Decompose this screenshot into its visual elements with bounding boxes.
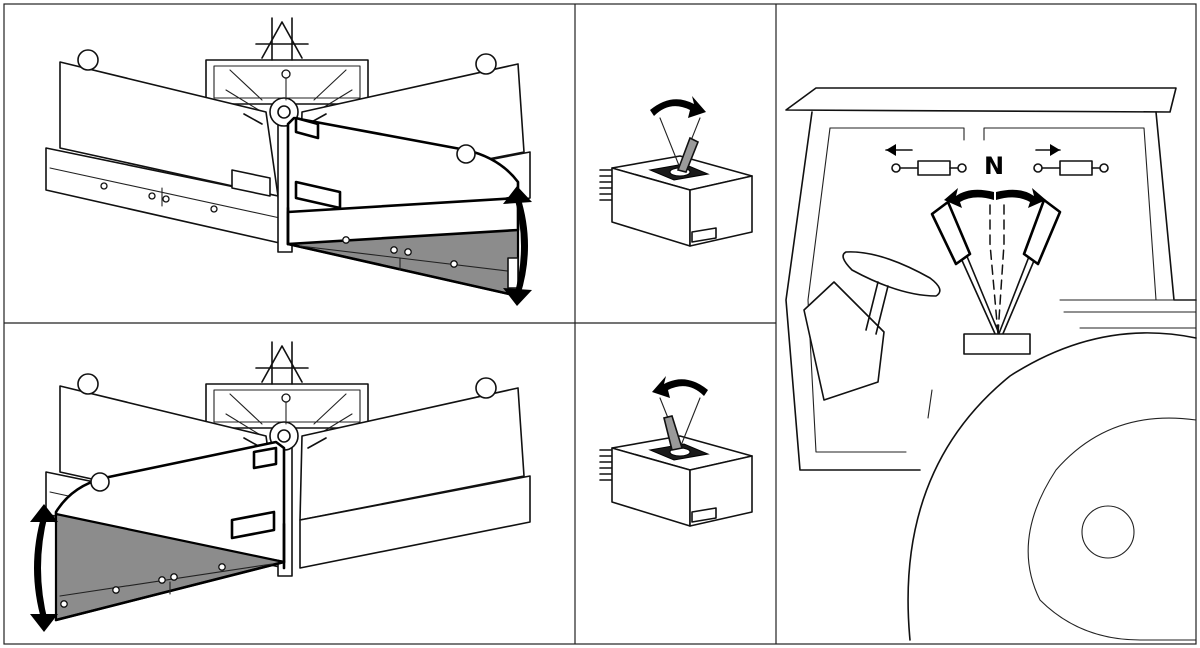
cylinder-extend-symbol: [1033, 144, 1109, 176]
rear-tire-outer: [907, 332, 1197, 641]
lever-right-grip: [1022, 198, 1062, 266]
lever-left-shaft: [959, 253, 1001, 337]
cab-rear-pillar: [1155, 111, 1197, 301]
control-lever-forward-panel: [599, 96, 753, 247]
right-wing-highlighted: [286, 116, 520, 298]
steering-wheel: [842, 251, 941, 297]
tractor-cab-panel: N: [785, 87, 1197, 641]
seat-back: [803, 281, 885, 401]
left-wing-highlighted: [54, 440, 286, 622]
pivot-arrow-right: [503, 186, 532, 306]
steering-column: [865, 281, 889, 335]
cylinder-retract-symbol: [885, 144, 967, 176]
blade-right-wing-panel: [45, 17, 532, 306]
lever-handle: [676, 136, 700, 173]
control-lever-back-panel: [599, 376, 753, 527]
lever-right-shaft: [997, 253, 1037, 337]
panel-grid: [3, 3, 1197, 645]
neutral-label: N: [984, 152, 1004, 180]
motion-arrow-left: [652, 376, 708, 398]
cab-roof: [785, 87, 1177, 113]
lever-left-grip: [930, 200, 972, 266]
fender-lines: [1059, 299, 1197, 329]
cab-window-top: [829, 127, 1157, 301]
pivot-arrow-left: [30, 504, 58, 632]
cab-front-pillar: [785, 111, 921, 471]
lever-handle: [663, 415, 684, 451]
motion-arrow-right: [650, 96, 706, 118]
control-box: [599, 155, 753, 247]
lever-arrow-left: [944, 188, 994, 208]
lever-neutral-position: [989, 199, 1005, 335]
blade-left-wing-panel: [30, 341, 531, 632]
cab-window-side: [807, 127, 907, 453]
rear-rim: [1027, 417, 1197, 641]
rim-hub: [1081, 505, 1135, 559]
lever-base: [963, 333, 1031, 355]
door-line: [927, 389, 933, 419]
lever-arrow-right: [996, 188, 1046, 208]
